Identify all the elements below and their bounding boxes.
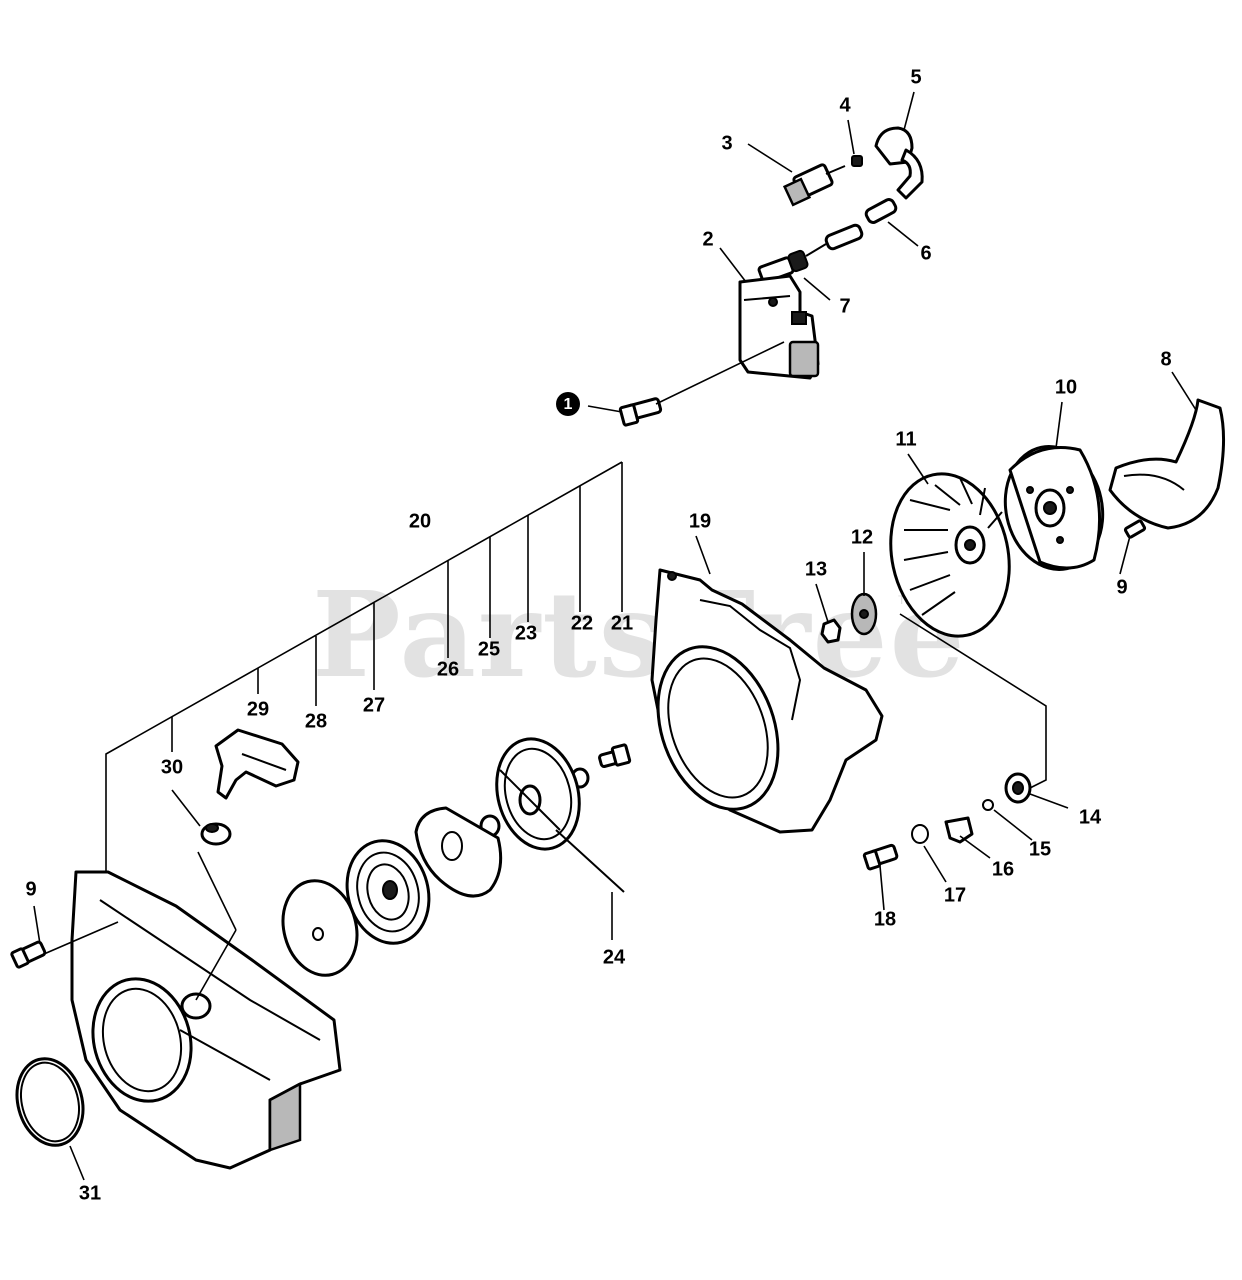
cover-screw-right[interactable] [1123, 519, 1147, 539]
lead-grommet[interactable] [757, 243, 827, 284]
callout-28[interactable]: 28 [305, 710, 327, 732]
ignition-coil[interactable] [738, 274, 820, 380]
callout-2[interactable]: 2 [702, 228, 713, 250]
callout-30[interactable]: 30 [161, 756, 183, 778]
recoil-spring[interactable] [336, 831, 440, 952]
callout-6[interactable]: 6 [920, 242, 931, 264]
coil-bolt[interactable] [618, 397, 663, 427]
callout-13[interactable]: 13 [805, 558, 827, 580]
assembly-bracket-11 [899, 613, 1047, 789]
callout-8[interactable]: 8 [1160, 348, 1171, 370]
spring-plate[interactable] [414, 806, 503, 898]
callout-20[interactable]: 20 [409, 510, 431, 532]
callout-25[interactable]: 25 [478, 638, 500, 660]
callout-29[interactable]: 29 [247, 698, 269, 720]
o-ring[interactable] [8, 1051, 93, 1153]
starter-pulley[interactable] [485, 730, 591, 859]
callout-1[interactable]: 1 [564, 396, 573, 413]
small-washer[interactable] [982, 799, 994, 811]
callout-10[interactable]: 10 [1055, 376, 1077, 398]
starter-housing[interactable] [70, 870, 342, 1170]
callout-21[interactable]: 21 [611, 612, 633, 634]
starter-bolt[interactable] [598, 743, 632, 768]
cover-screw-left[interactable] [10, 940, 47, 969]
starter-rope[interactable] [555, 829, 625, 893]
callout-9-left[interactable]: 9 [25, 878, 36, 900]
callout-18[interactable]: 18 [874, 908, 896, 930]
washer-17[interactable] [911, 824, 929, 844]
callout-16[interactable]: 16 [992, 858, 1014, 880]
assembly-bracket-20 [105, 461, 623, 872]
watermark-text: PartsTree [312, 565, 967, 704]
spark-plug[interactable] [782, 163, 846, 207]
flywheel-washer[interactable] [850, 592, 878, 636]
starter-handle[interactable] [214, 728, 300, 800]
rope-grommet[interactable] [200, 822, 232, 846]
flywheel[interactable] [876, 463, 1024, 648]
callout-24[interactable]: 24 [603, 946, 626, 968]
flywheel-cover-plate[interactable] [1108, 398, 1226, 530]
callout-31[interactable]: 31 [79, 1182, 101, 1204]
stop-lever[interactable] [944, 816, 974, 844]
callout-3[interactable]: 3 [721, 132, 732, 154]
flywheel-nut[interactable] [820, 618, 842, 644]
callout-23[interactable]: 23 [515, 622, 537, 644]
callout-4[interactable]: 4 [839, 94, 851, 116]
callout-14[interactable]: 14 [1079, 806, 1102, 828]
clutch-drum[interactable] [994, 437, 1114, 578]
ignition-lead[interactable] [824, 198, 898, 251]
callout-5[interactable]: 5 [910, 66, 921, 88]
fan-housing[interactable] [637, 568, 884, 834]
callout-15[interactable]: 15 [1029, 838, 1051, 860]
callout-19[interactable]: 19 [689, 510, 711, 532]
callout-11[interactable]: 11 [895, 428, 916, 450]
callout-17[interactable]: 17 [944, 884, 966, 906]
screw-18[interactable] [862, 843, 899, 871]
callout-22[interactable]: 22 [571, 612, 593, 634]
callout-27[interactable]: 27 [363, 694, 385, 716]
spark-plug-boot[interactable] [874, 126, 924, 200]
callout-9-right[interactable]: 9 [1116, 576, 1127, 598]
spring-cover-plate[interactable] [273, 872, 367, 983]
callout-1-circle [556, 392, 580, 416]
collar[interactable] [1004, 772, 1032, 804]
callout-26[interactable]: 26 [437, 658, 459, 680]
callout-12[interactable]: 12 [851, 526, 873, 548]
callout-7[interactable]: 7 [839, 295, 850, 317]
spark-plug-terminal-nut[interactable] [851, 155, 863, 167]
